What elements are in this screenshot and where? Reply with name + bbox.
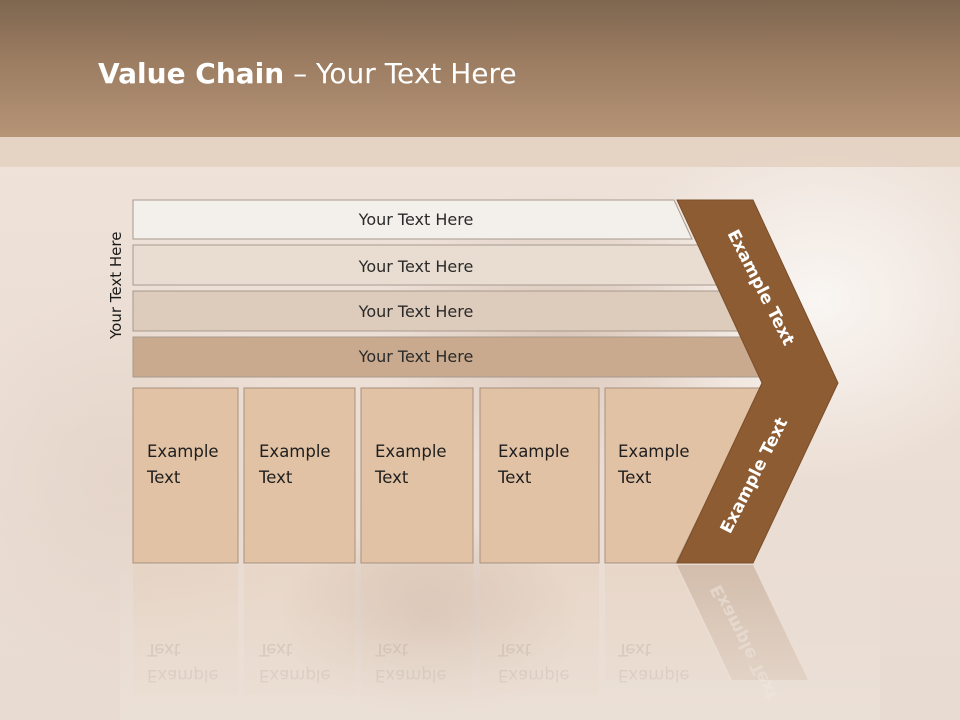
header-band [0, 0, 960, 137]
box-1-text: Example Text [147, 439, 219, 491]
box-5-line1: Example [618, 442, 690, 461]
box-2 [243, 387, 356, 564]
bar-4-label: Your Text Here [358, 347, 474, 366]
slide-title: Value Chain – Your Text Here [98, 54, 517, 94]
box-4-text: Example Text [498, 439, 570, 491]
bar-2-label: Your Text Here [358, 257, 474, 276]
box-2-text: Example Text [259, 439, 331, 491]
box-2-line2: Text [259, 468, 293, 487]
box-5-text: Example Text [618, 439, 690, 491]
bar-3-label: Your Text Here [358, 302, 474, 321]
box-1-line1: Example [147, 442, 219, 461]
box-4-line2: Text [498, 468, 532, 487]
box-5-line2: Text [618, 468, 652, 487]
box-4-line1: Example [498, 442, 570, 461]
box-3-line2: Text [375, 468, 409, 487]
box-2-line1: Example [259, 442, 331, 461]
slide-title-bold: Value Chain [98, 57, 285, 90]
box-3-line1: Example [375, 442, 447, 461]
header-strip [0, 137, 960, 167]
bar-1 [132, 199, 693, 240]
box-3 [360, 387, 474, 564]
box-3-text: Example Text [375, 439, 447, 491]
slide-title-rest: – Your Text Here [284, 57, 517, 90]
box-1-line2: Text [147, 468, 181, 487]
box-1 [132, 387, 239, 564]
bar-1-label: Your Text Here [358, 210, 474, 229]
reflection-fade [120, 563, 880, 720]
box-4 [479, 387, 600, 564]
